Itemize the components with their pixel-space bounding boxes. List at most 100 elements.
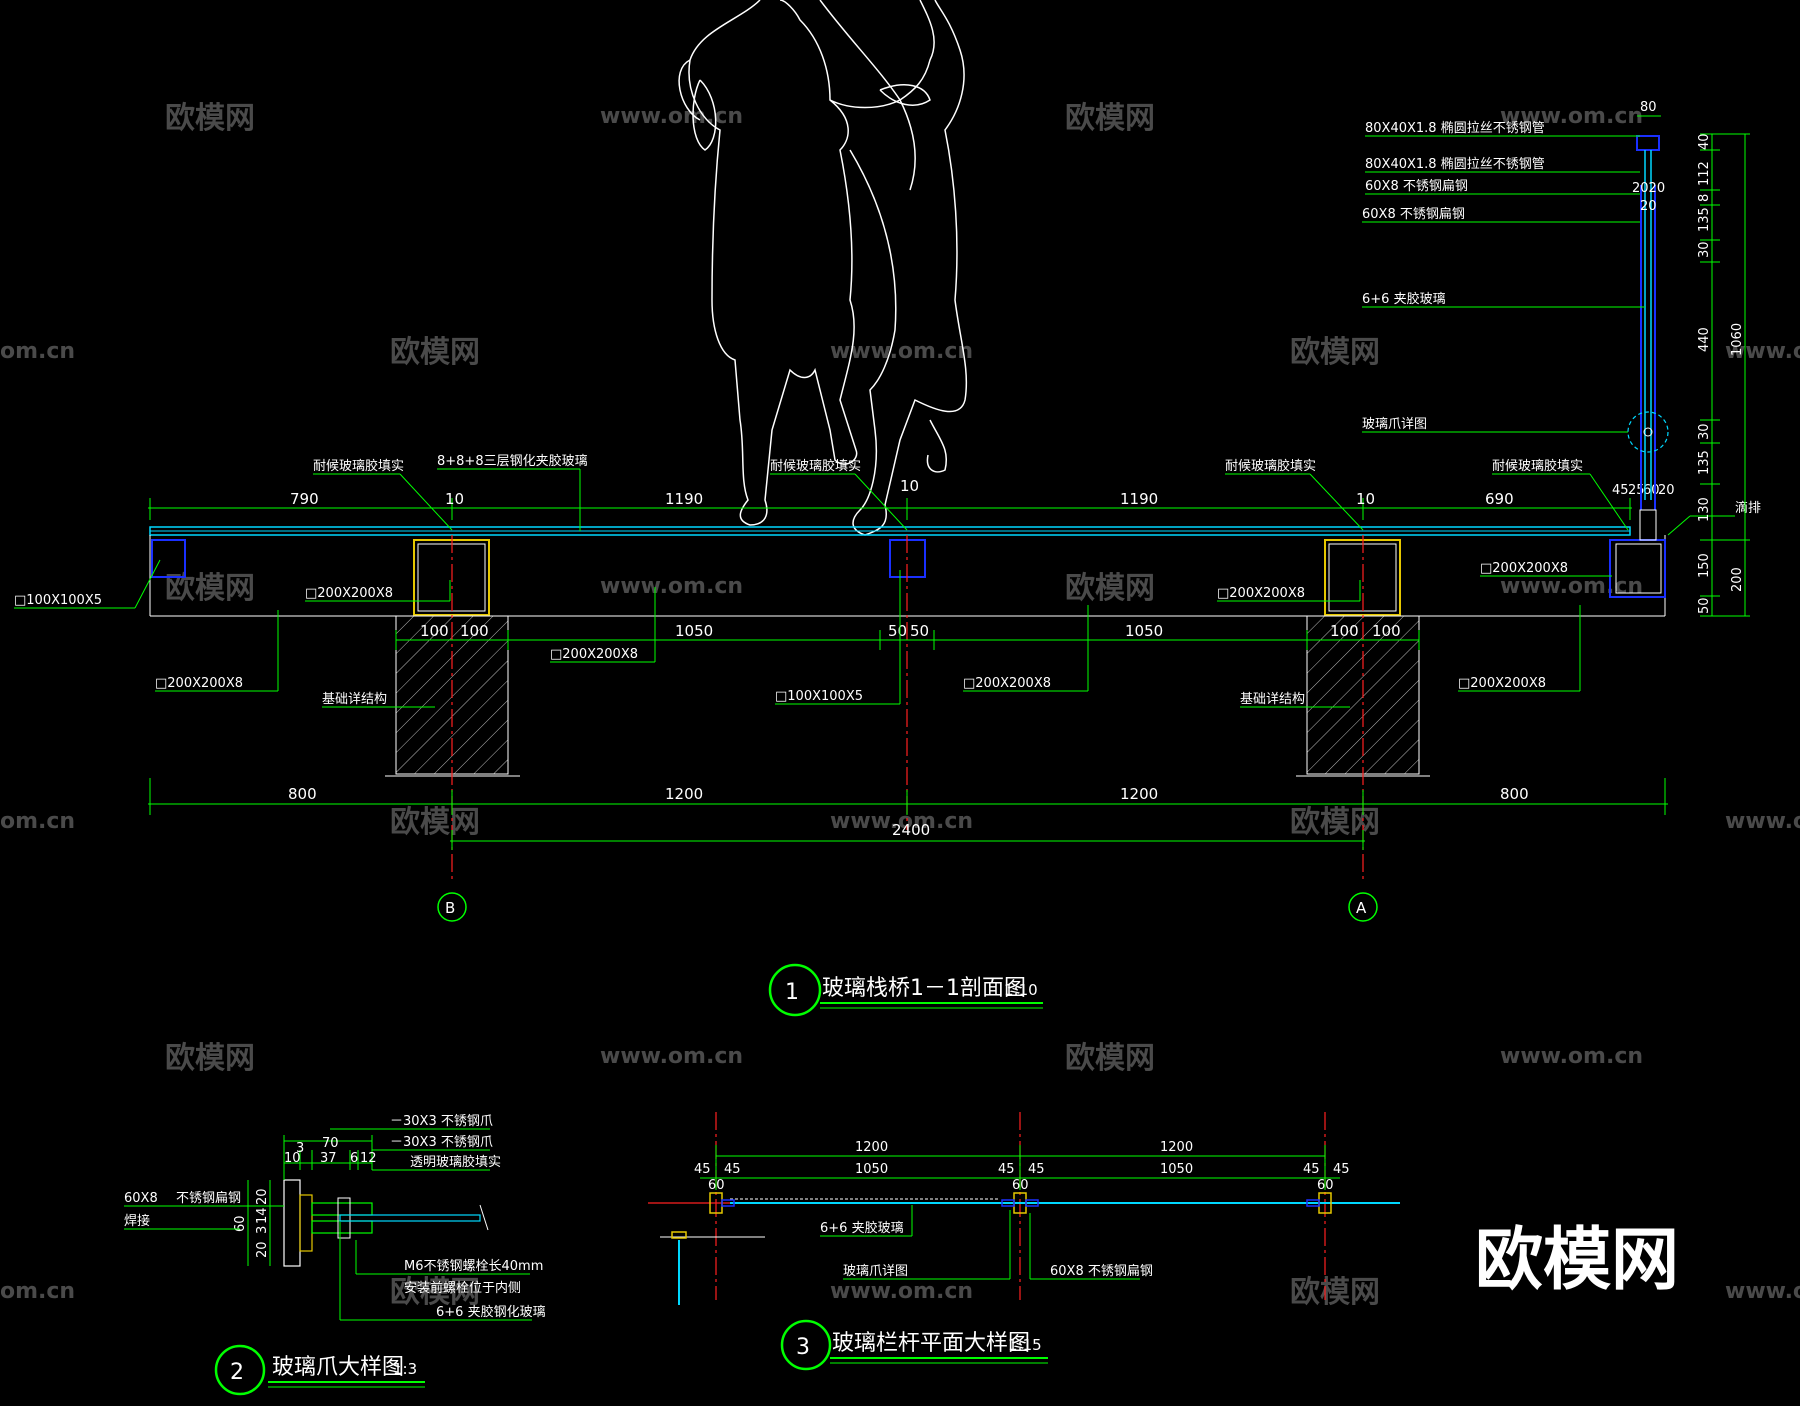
dim-label: 70 bbox=[322, 1136, 339, 1151]
axis-label-b: B bbox=[445, 899, 455, 917]
dim-label: 14 bbox=[255, 1207, 270, 1224]
rail-label: 玻璃爪详图 bbox=[1362, 417, 1427, 432]
people-silhouette bbox=[678, 0, 968, 536]
claw-label: －30X3 不锈钢爪 bbox=[390, 1135, 493, 1150]
dim-label: 130 bbox=[1697, 497, 1712, 522]
label-tube-200: □200X200X8 bbox=[1480, 561, 1568, 576]
dim-label: 50 bbox=[910, 622, 929, 640]
label-glass: 8+8+8三层钢化夹胶玻璃 bbox=[437, 453, 588, 469]
claw-glass bbox=[339, 1214, 481, 1222]
label-tube-200: □200X200X8 bbox=[1458, 676, 1546, 691]
watermark-url: www.om.cn bbox=[600, 574, 743, 599]
label-tube-200: □200X200X8 bbox=[155, 676, 243, 691]
claw-label: 安装前螺栓位于内侧 bbox=[404, 1280, 521, 1296]
dim-label: 800 bbox=[288, 785, 317, 803]
railing-elevation: 40 112 8 135 30 440 30 135 130 150 50 10… bbox=[1362, 100, 1750, 617]
claw-label: －30X3 不锈钢爪 bbox=[390, 1114, 493, 1129]
claw-detail: 70 10 3 37 6 12 20 14 3 20 60 －30X3 不锈钢爪… bbox=[124, 1114, 546, 1396]
plan-label: 60X8 不锈钢扁钢 bbox=[1050, 1264, 1153, 1279]
plan-label: 6+6 夹胶玻璃 bbox=[820, 1220, 904, 1236]
dim-label: 10 bbox=[1356, 490, 1375, 508]
dim-label: 10 bbox=[284, 1151, 301, 1166]
claw-label: 60X8 bbox=[124, 1191, 158, 1206]
title-bubble bbox=[768, 963, 822, 1017]
dim-label: 1200 bbox=[1120, 785, 1158, 803]
watermark-url: om.cn bbox=[0, 1279, 75, 1304]
label-tube-200: □200X200X8 bbox=[963, 676, 1051, 691]
dim-label: 45 bbox=[1612, 483, 1629, 498]
dim-label: 1050 bbox=[1125, 622, 1163, 640]
title-bubble bbox=[780, 1319, 832, 1371]
claw-bracket bbox=[311, 1202, 373, 1216]
dim-label: 100 bbox=[1330, 622, 1359, 640]
dim-label: 1200 bbox=[855, 1140, 888, 1155]
bottom-dimensions: 800 1200 1200 800 2400 bbox=[148, 778, 1668, 850]
label-foundation: 基础详结构 bbox=[322, 692, 387, 707]
dim-label: 50 bbox=[1697, 597, 1712, 614]
dim-label: 1050 bbox=[855, 1162, 888, 1177]
title-text: 玻璃爪大样图 bbox=[272, 1355, 404, 1380]
watermark-url: www.om.cn bbox=[830, 1279, 973, 1304]
rail-label: 80X40X1.8 椭圆拉丝不锈钢管 bbox=[1365, 120, 1545, 136]
dim-label: 440 bbox=[1697, 327, 1712, 352]
dim-label: 6 bbox=[350, 1151, 358, 1166]
dim-label: 20 bbox=[1658, 483, 1675, 498]
title-number: 2 bbox=[230, 1360, 244, 1385]
watermark-url: om.cn bbox=[0, 339, 75, 364]
claw-label: 6+6 夹胶钢化玻璃 bbox=[436, 1304, 546, 1320]
watermark: 欧模网 bbox=[165, 1041, 255, 1076]
end-post bbox=[1609, 539, 1666, 598]
watermark-url: www.om.cn bbox=[1725, 339, 1800, 364]
dim-label: 135 bbox=[1697, 207, 1712, 232]
watermark-url: www.om.cn bbox=[830, 339, 973, 364]
label-drain: 滴排 bbox=[1735, 500, 1761, 516]
dim-label: 45 bbox=[998, 1162, 1015, 1177]
dim-label: 1200 bbox=[1160, 1140, 1193, 1155]
claw-label: 透明玻璃胶填实 bbox=[410, 1154, 501, 1170]
watermark: 欧模网 bbox=[1290, 1275, 1380, 1310]
watermark: 欧模网 bbox=[1065, 101, 1155, 136]
watermark: 欧模网 bbox=[390, 335, 480, 370]
rail-label: 6+6 夹胶玻璃 bbox=[1362, 291, 1446, 307]
dim-label: 30 bbox=[1697, 241, 1712, 258]
title-number: 3 bbox=[796, 1335, 810, 1360]
dim-label: 80 bbox=[1640, 100, 1657, 115]
dim-label: 690 bbox=[1485, 490, 1514, 508]
claw-flat-bar bbox=[283, 1179, 301, 1267]
dim-label: 45 bbox=[1333, 1162, 1350, 1177]
dim-label: 60 bbox=[1012, 1178, 1029, 1193]
claw-label: 不锈钢扁钢 bbox=[176, 1191, 241, 1206]
label-sealant-right: 耐候玻璃胶填实 bbox=[1492, 458, 1583, 474]
watermarks: 欧模网 www.om.cn 欧模网 www.om.cn om.cn 欧模网 ww… bbox=[0, 101, 1800, 1310]
title-scale: 1:15 bbox=[1008, 1336, 1042, 1354]
rail-label: 80X40X1.8 椭圆拉丝不锈钢管 bbox=[1365, 156, 1545, 172]
rail-label: 60X8 不锈钢扁钢 bbox=[1365, 179, 1468, 194]
label-tube-200: □200X200X8 bbox=[1217, 586, 1305, 601]
watermark: 欧模网 bbox=[390, 805, 480, 840]
dim-label: 1190 bbox=[1120, 490, 1158, 508]
title-scale: 1:10 bbox=[1004, 981, 1038, 999]
dim-label: 60 bbox=[1317, 1178, 1334, 1193]
dim-label: 45 bbox=[724, 1162, 741, 1177]
watermark-url: www.om.cn bbox=[600, 104, 743, 129]
dim-label: 1050 bbox=[1160, 1162, 1193, 1177]
watermark-url: www.om.cn bbox=[830, 809, 973, 834]
dim-label: 8 bbox=[1697, 194, 1712, 202]
watermark-url: www.om.cn bbox=[1725, 1279, 1800, 1304]
rail-label: 60X8 不锈钢扁钢 bbox=[1362, 207, 1465, 222]
dim-label: 800 bbox=[1500, 785, 1529, 803]
rail-plan: 1200 1200 45 45 1050 45 45 1050 45 45 60… bbox=[648, 1112, 1400, 1371]
watermark-logo: 欧模网 bbox=[1475, 1221, 1679, 1300]
dim-label: 45 bbox=[1028, 1162, 1045, 1177]
mid-dimensions: 100 100 1050 50 50 1050 100 100 bbox=[395, 622, 1420, 650]
dim-label: 135 bbox=[1697, 450, 1712, 475]
title-text: 玻璃栏杆平面大样图 bbox=[832, 1331, 1030, 1356]
dim-label: 1200 bbox=[665, 785, 703, 803]
dim-label: 20 bbox=[255, 1188, 270, 1205]
watermark: 欧模网 bbox=[1290, 335, 1380, 370]
title-bubble bbox=[214, 1344, 266, 1396]
dim-label: 100 bbox=[460, 622, 489, 640]
axis-bubbles: B A bbox=[437, 892, 1378, 922]
